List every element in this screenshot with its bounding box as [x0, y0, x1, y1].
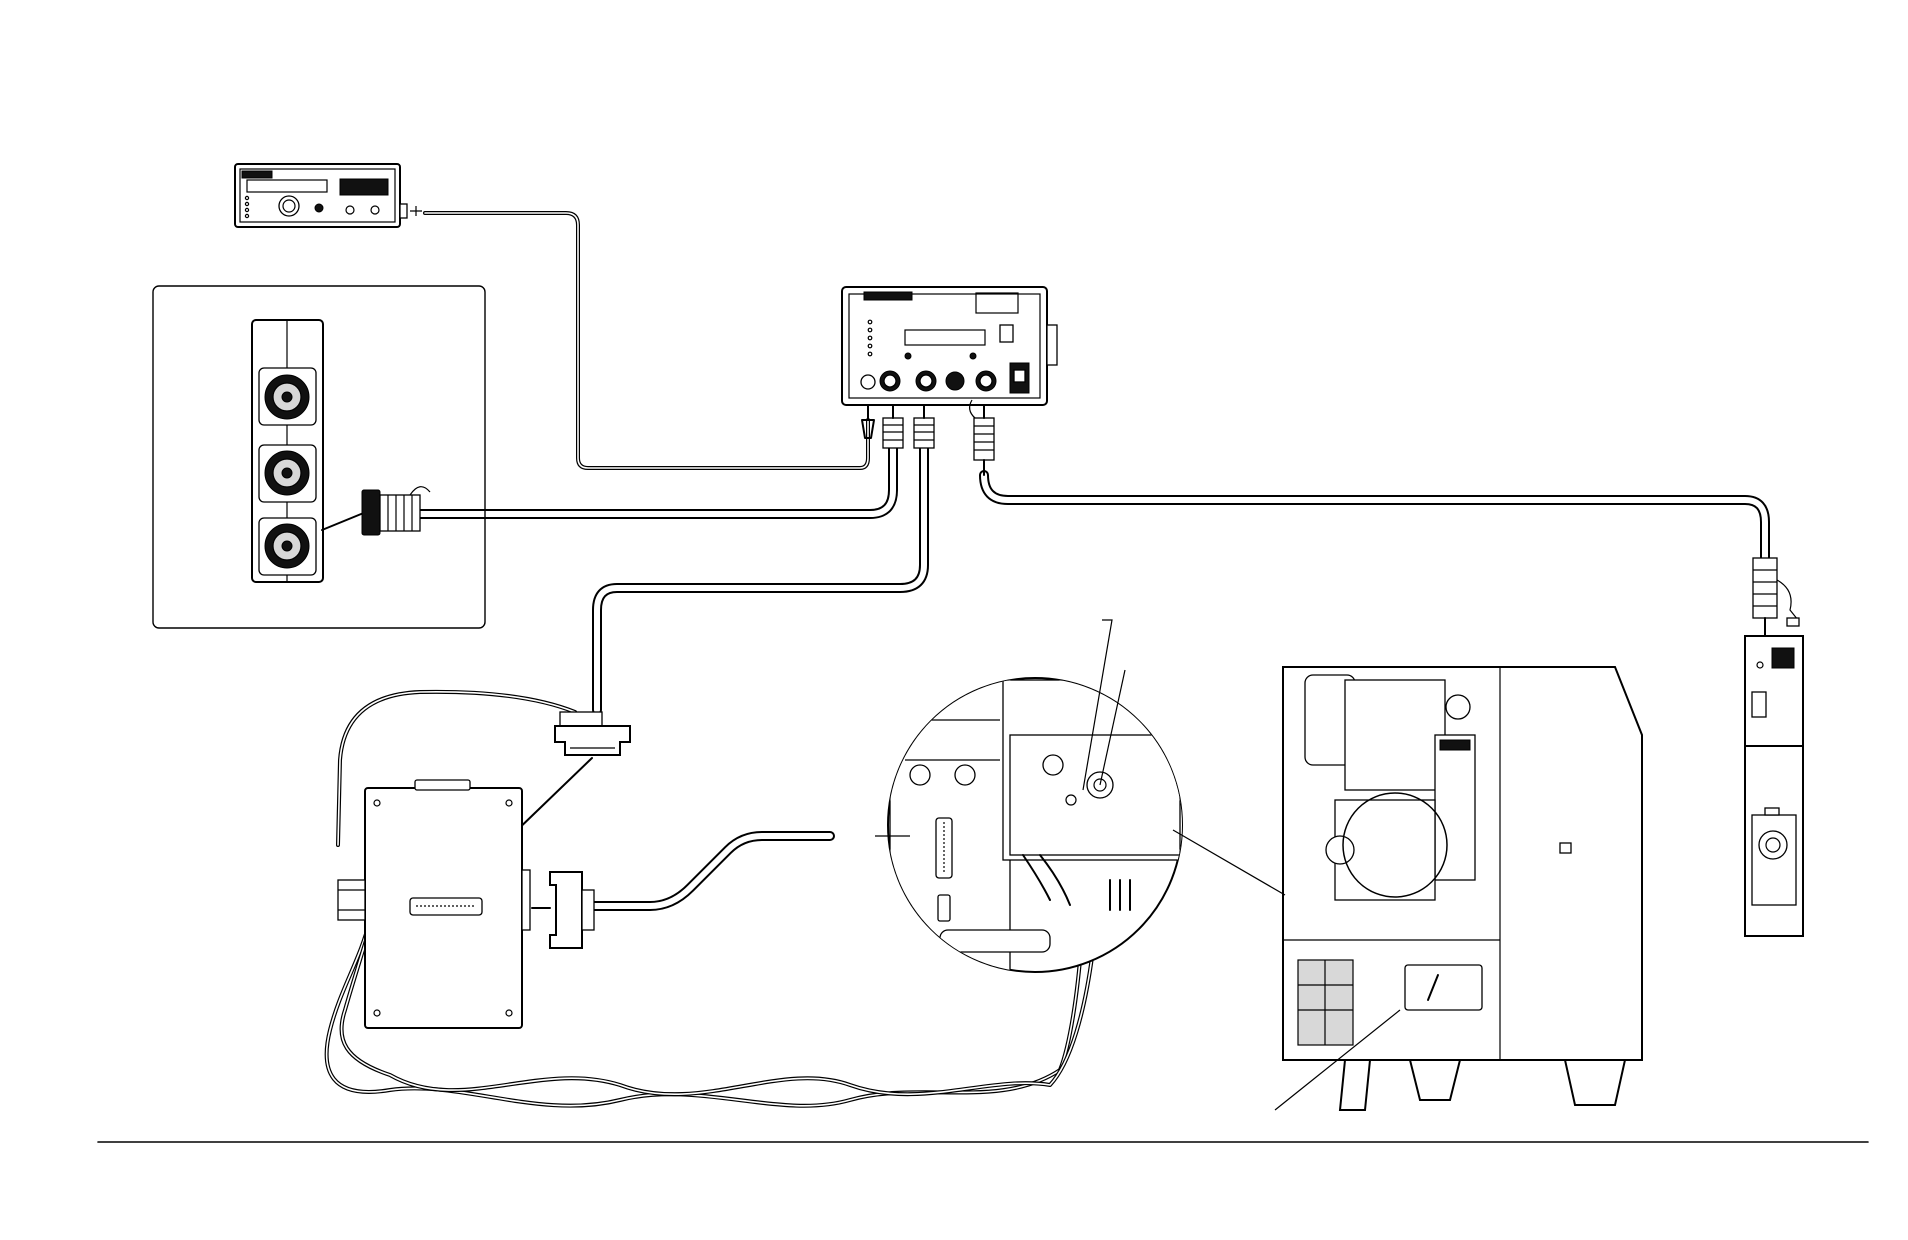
- psu-feet: [1338, 1059, 1627, 1111]
- psu-callout-line: [1274, 1009, 1401, 1111]
- twisted-pair-cable: [324, 788, 1102, 1108]
- detail-db37-port: [935, 817, 953, 879]
- module-cable-plugs: [861, 399, 995, 476]
- psu-label-icon: [1559, 842, 1572, 854]
- pendant-display-window: [246, 179, 328, 193]
- lifter-cable: [979, 470, 1770, 563]
- module-fuse-icon: [999, 324, 1014, 343]
- db-connector-top: [554, 711, 631, 756]
- plug-panel: [882, 404, 904, 449]
- remote-control-pendant: [234, 163, 422, 228]
- plasma-power-supply: [1274, 666, 1643, 1111]
- pendant-button-icon: [314, 203, 324, 213]
- module-label-plate: [975, 292, 1019, 314]
- psu-lower-panels: [1297, 959, 1354, 1046]
- module-status-leds: [867, 319, 873, 357]
- inset-plug: [361, 486, 431, 536]
- db-connector-side: [549, 871, 595, 949]
- plug-interface: [913, 404, 935, 449]
- pendant-cable: [423, 211, 870, 470]
- psu-access-panel: [1404, 964, 1483, 1011]
- detail-db9-port: [937, 894, 951, 922]
- ground-lead: [336, 689, 577, 847]
- magnified-detail-circle: [830, 619, 1183, 973]
- interface-cable: [592, 443, 929, 715]
- interface-cable-gland: [337, 879, 366, 921]
- connector-panel-inset: [152, 285, 486, 629]
- module-side-bracket: [1046, 324, 1058, 366]
- pendant-indicator-leds: [244, 195, 250, 219]
- pendant-digit-readout: [339, 178, 389, 196]
- panel-cable: [415, 443, 898, 519]
- pendant-button-icon: [345, 205, 355, 215]
- interface-db-port: [409, 897, 483, 916]
- detail-ring-terminal: [1065, 794, 1077, 806]
- pendant-button-icon: [370, 205, 380, 215]
- lifter-torch-mount: [1758, 830, 1788, 860]
- ribbon-cable: [587, 831, 835, 911]
- module-port-ip: [945, 371, 965, 391]
- psu-detail-marker-icon: [1325, 835, 1355, 865]
- circular-connector-middle: [258, 444, 317, 503]
- interface-side-bracket: [521, 869, 531, 931]
- module-port-small: [860, 374, 876, 390]
- detail-db-plug: [830, 805, 875, 868]
- pendant-knob-icon: [278, 195, 300, 217]
- circular-connector-bottom: [258, 517, 317, 576]
- cables: [324, 211, 1770, 1108]
- circular-connector-top: [258, 367, 317, 426]
- pendant-cable-port: [399, 203, 408, 219]
- control-module: [841, 286, 1058, 406]
- interface-box: [337, 711, 631, 1029]
- lifter-logo-icon: [1771, 647, 1795, 669]
- module-display-window: [904, 329, 986, 346]
- psu-detail-leader: [1172, 829, 1286, 896]
- pendant-logo-icon: [241, 170, 273, 179]
- module-logo-icon: [863, 291, 913, 301]
- interface-mount-holes: [373, 799, 513, 1017]
- plug-lifter: [969, 399, 995, 476]
- torch-lifter: [1744, 557, 1804, 937]
